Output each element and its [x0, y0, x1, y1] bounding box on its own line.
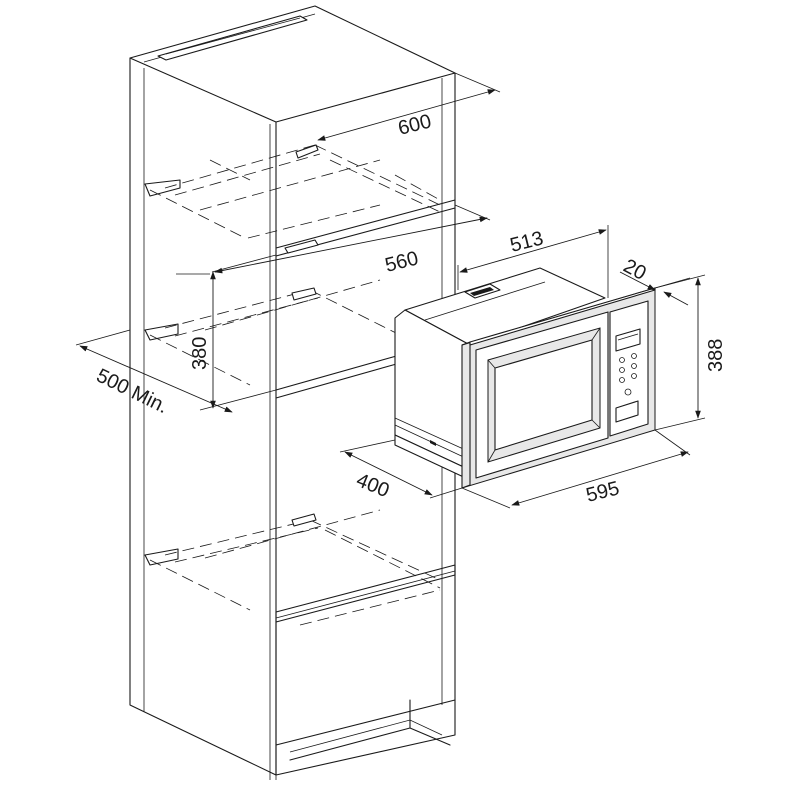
shelf-clip-middle	[291, 287, 317, 301]
label-600: 600	[396, 110, 434, 139]
door-open-button	[615, 400, 639, 423]
dimension-lines	[75, 72, 706, 509]
top-vent-slot	[157, 15, 308, 61]
lower-shelf	[275, 564, 456, 623]
shelf-clip-lower	[291, 513, 317, 527]
label-20: 20	[620, 255, 650, 285]
shelf-clip-upper	[295, 144, 319, 159]
label-513: 513	[508, 227, 546, 256]
label-500-min: 500 Min.	[93, 365, 172, 418]
cabinet-left-side	[129, 57, 277, 776]
label-388: 388	[705, 339, 727, 372]
cabinet-top	[129, 5, 456, 74]
display-window	[615, 328, 641, 352]
built-in-microwave	[394, 267, 656, 489]
plinth-recess	[289, 727, 451, 761]
label-400: 400	[353, 469, 392, 502]
upper-shelf	[144, 179, 181, 197]
control-buttons	[619, 353, 637, 396]
label-380: 380	[189, 337, 211, 370]
label-560: 560	[383, 247, 421, 276]
